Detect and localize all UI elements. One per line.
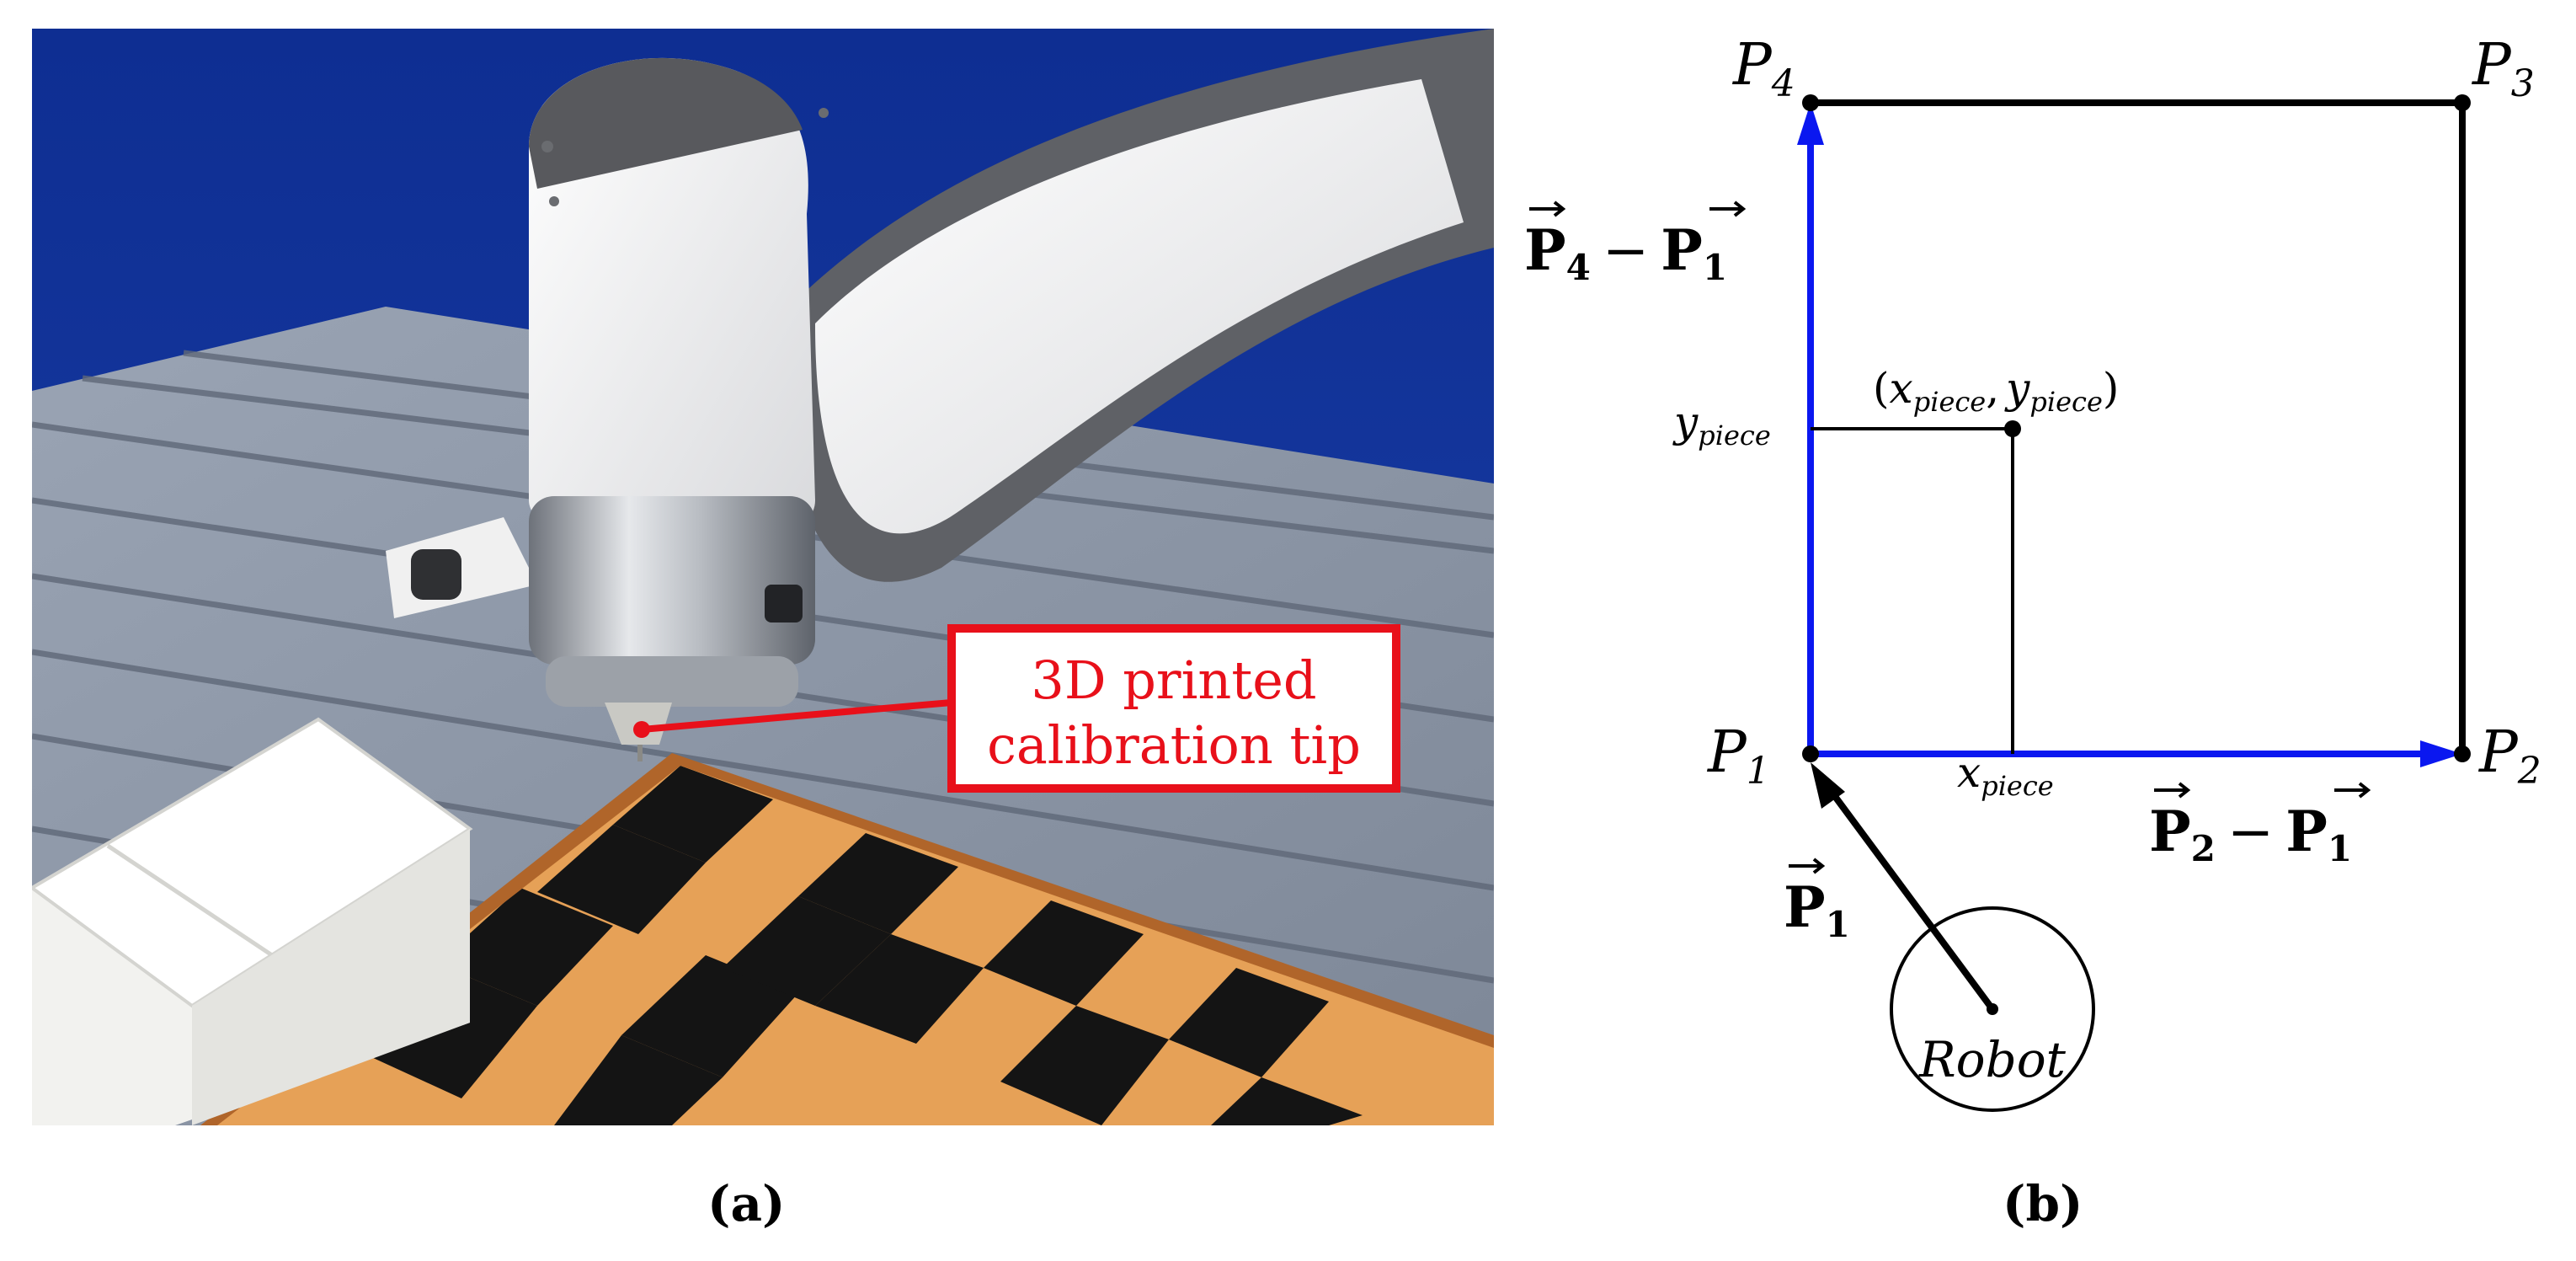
label-robot: Robot	[1918, 1031, 2067, 1088]
label-p1: P1	[1706, 719, 1770, 793]
white-tray	[32, 717, 473, 1125]
callout-dot	[633, 721, 650, 738]
label-p4: P4	[1731, 32, 1795, 105]
vector-p1-arrow	[1811, 762, 1996, 1012]
point-p1-dot	[1802, 745, 1819, 762]
axis-vector-p2-p1	[1811, 740, 2462, 767]
robot-arm	[386, 29, 1494, 761]
workspace-frame	[1811, 99, 2466, 754]
label-vector-p2-minus-p1: P2−P1	[2149, 782, 2371, 869]
point-p2-dot	[2454, 745, 2471, 762]
label-y-piece: ypiece	[1672, 398, 1771, 452]
label-piece-coordinates: (xpiece,ypiece)	[1873, 364, 2119, 418]
caption-panel-b: (b)	[2003, 1175, 2083, 1232]
callout-box	[947, 624, 1400, 793]
svg-text:P4−P1: P4−P1	[1524, 217, 1727, 288]
label-vector-p1: P1	[1784, 858, 1850, 945]
point-p4-dot	[1802, 94, 1819, 111]
callout-text-line2: calibration tip	[987, 714, 1361, 776]
callout-leader-line	[641, 699, 952, 733]
robot-photo: 3D printed calibration tip	[32, 29, 1494, 1125]
label-p3: P3	[2471, 32, 2535, 105]
svg-text:P2−P1: P2−P1	[2149, 799, 2352, 869]
label-vector-p4-minus-p1: P4−P1	[1524, 200, 1747, 288]
robot-base	[1890, 906, 2095, 1112]
svg-text:P1: P1	[1784, 874, 1850, 945]
label-p2: P2	[2477, 719, 2541, 793]
calibration-diagram: P4 P3 P1 P2 P4−P1 P2−P1 P1	[1524, 32, 2541, 1112]
axis-vector-p4-p1	[1797, 103, 1824, 754]
point-p3-dot	[2454, 94, 2471, 111]
label-x-piece: xpiece	[1957, 748, 2054, 802]
caption-panel-a: (a)	[707, 1175, 786, 1232]
callout-text-line1: 3D printed	[1031, 649, 1316, 711]
piece-projection-lines	[1811, 427, 2014, 754]
piece-dot	[2004, 420, 2021, 437]
